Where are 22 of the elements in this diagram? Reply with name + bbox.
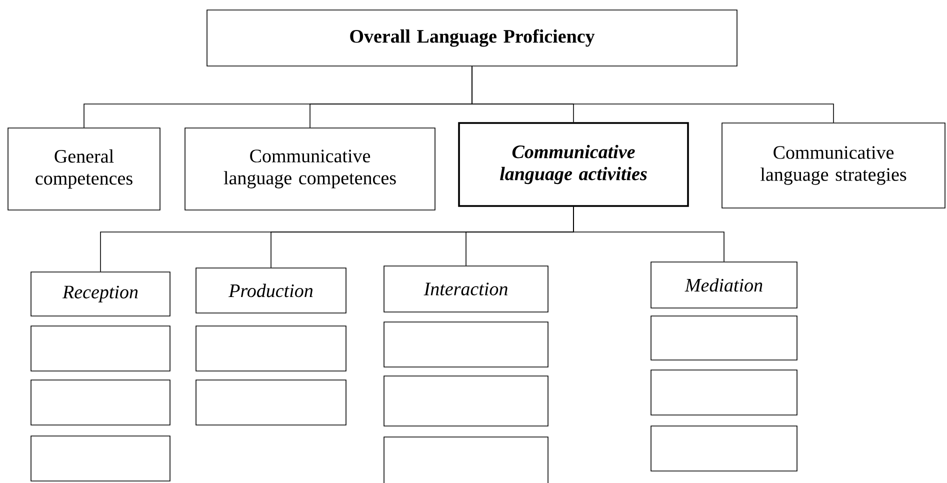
activity-box: Mediation: [650, 262, 798, 308]
empty-box: [384, 322, 548, 368]
empty-box: [384, 436, 548, 483]
empty-box: [650, 316, 798, 360]
empty-box: [30, 436, 170, 482]
category-box: Communicative language activities: [458, 122, 689, 207]
empty-box: [196, 380, 346, 426]
empty-box: [196, 326, 346, 372]
category-box: Communicative language strategies: [722, 122, 946, 208]
title-box: Overall Language Proficiency: [206, 10, 738, 66]
category-box: Communicative language competences: [184, 128, 436, 210]
activity-box: Interaction: [384, 266, 548, 312]
empty-box: [384, 376, 548, 426]
activity-box: Reception: [30, 272, 170, 316]
empty-box: [30, 326, 170, 372]
category-box: General competences: [8, 128, 160, 210]
activity-box: Production: [196, 268, 346, 314]
connector-line: [573, 206, 724, 262]
empty-box: [650, 426, 798, 472]
empty-box: [30, 380, 170, 426]
empty-box: [650, 370, 798, 416]
connector-line: [472, 66, 834, 123]
